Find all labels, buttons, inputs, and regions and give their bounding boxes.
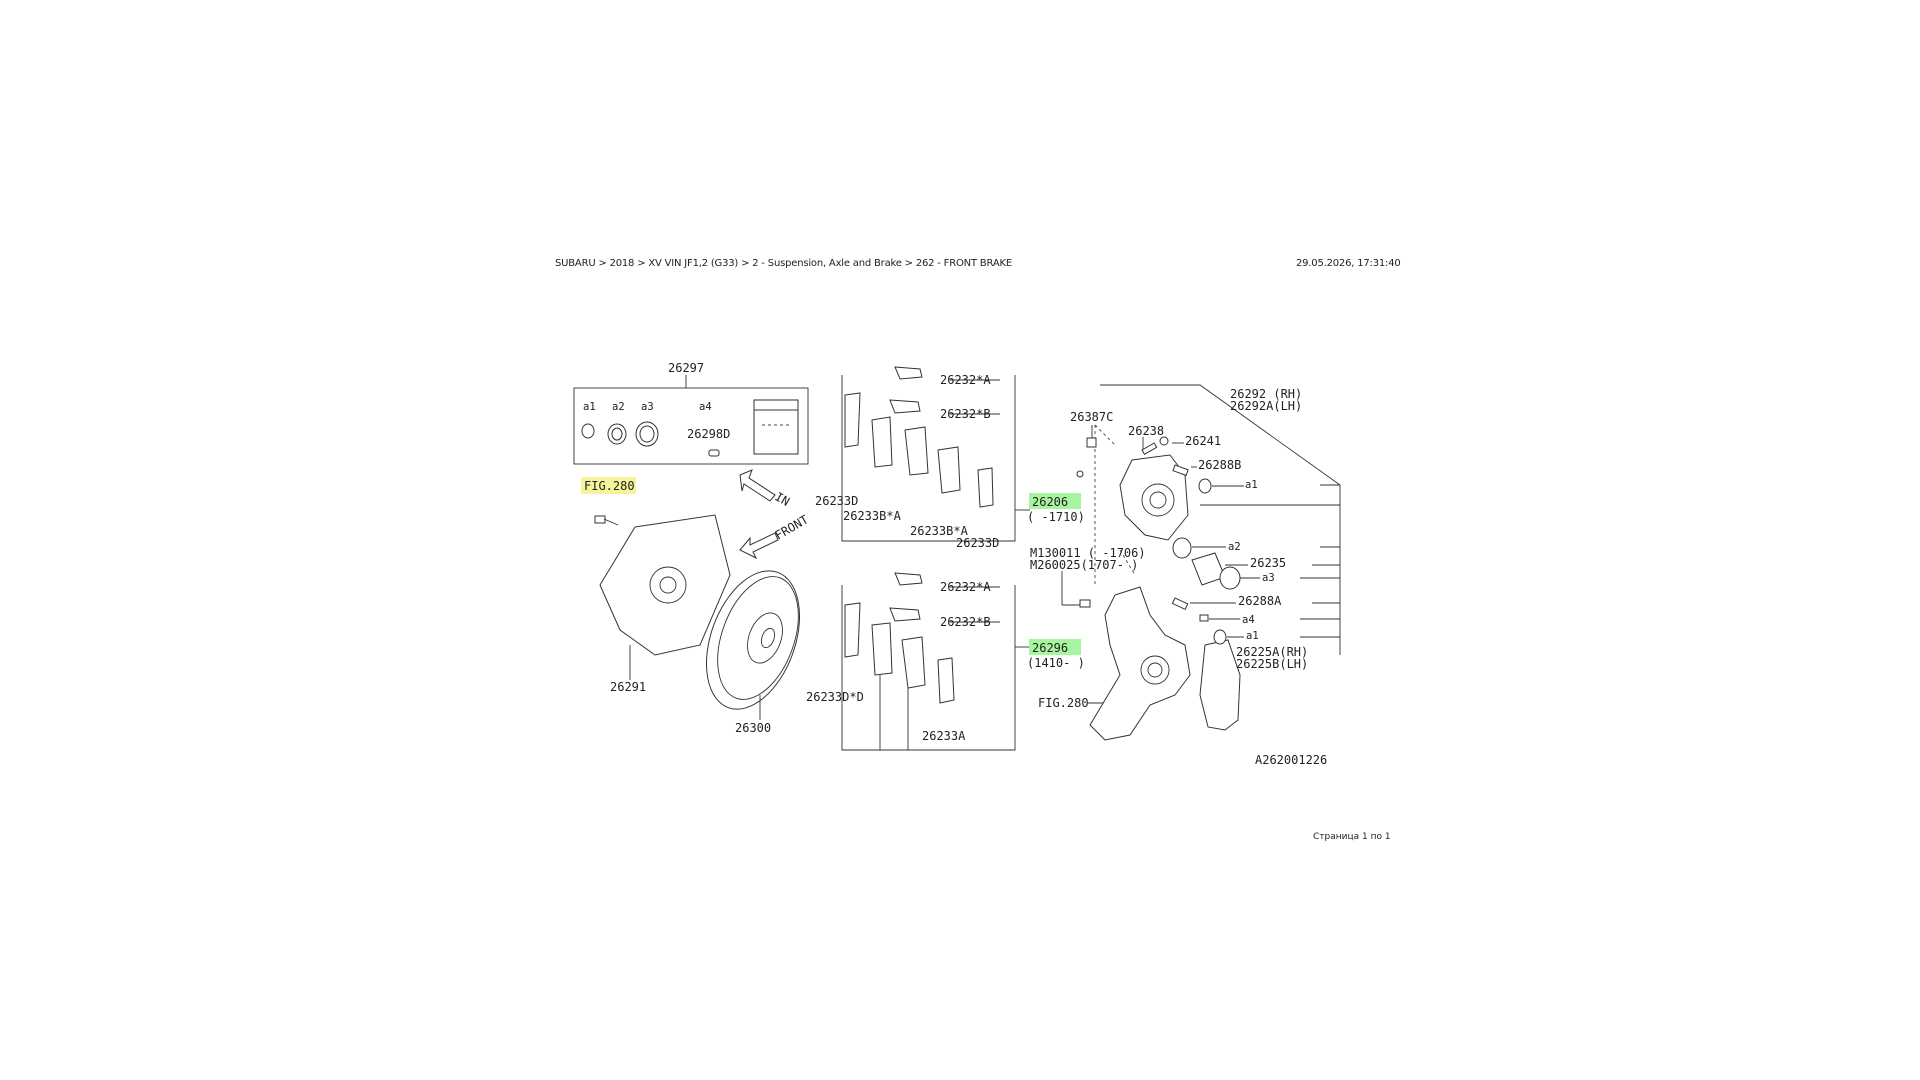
pad-1-icon (871, 416, 893, 468)
label-kit-a4: a4 (699, 401, 712, 413)
kit-part-a1-icon (581, 423, 595, 439)
print-timestamp: 29.05.2026, 17:31:40 (1296, 258, 1401, 269)
fig280-top-highlight (581, 477, 636, 494)
label-26206[interactable]: 26206 (1032, 495, 1068, 509)
caliper-body-icon (1119, 454, 1189, 541)
label-cal-a3: a3 (1262, 572, 1275, 584)
seal-kit-box (573, 387, 809, 465)
label-26233B-A2-top[interactable]: 26233B*A (910, 524, 969, 538)
pad-shim-1-icon (844, 392, 861, 448)
label-26235[interactable]: 26235 (1250, 556, 1286, 570)
pad-clip-top-a-icon (894, 366, 923, 380)
label-26232B-bot[interactable]: 26232*B (940, 615, 991, 629)
caliper-a2-icon (1172, 537, 1192, 559)
label-26292A-lh[interactable]: 26292A(LH) (1230, 399, 1302, 413)
label-26300[interactable]: 26300 (735, 721, 771, 735)
steering-knuckle-icon (1089, 586, 1191, 741)
link-fig280-bot[interactable]: FIG.280 (1038, 696, 1089, 710)
label-26233D-top[interactable]: 26233D (815, 494, 858, 508)
pad-3-icon (937, 446, 961, 494)
caliper-a1-icon (1198, 478, 1212, 494)
label-cal-a2: a2 (1228, 541, 1241, 553)
arrow-front-icon (739, 532, 779, 560)
grease-pack-icon (753, 399, 799, 455)
label-26288B[interactable]: 26288B (1198, 458, 1241, 472)
label-26298D[interactable]: 26298D (687, 427, 730, 441)
pad-5-icon (901, 636, 926, 689)
label-26296[interactable]: 26296 (1032, 641, 1068, 655)
label-26232A-bot[interactable]: 26232*A (940, 580, 991, 594)
label-26288A[interactable]: 26288A (1238, 594, 1282, 608)
label-26233A[interactable]: 26233A (922, 729, 966, 743)
label-26232B-top[interactable]: 26232*B (940, 407, 991, 421)
label-26233B-A-top[interactable]: 26233B*A (843, 509, 902, 523)
pin-boot-icon (1159, 436, 1169, 446)
caliper-support-icon (1199, 639, 1241, 731)
label-m130011[interactable]: M130011 ( -1706) (1030, 546, 1146, 560)
label-arrow-front: FRONT (773, 512, 811, 542)
link-fig280-top[interactable]: FIG.280 (584, 479, 635, 493)
caliper-a4-icon (1199, 614, 1209, 622)
label-26297[interactable]: 26297 (668, 361, 704, 375)
caliper-26296-highlight (1029, 639, 1081, 655)
label-26225B-lh[interactable]: 26225B(LH) (1236, 657, 1308, 671)
caliper-bolt-a-icon (1171, 597, 1189, 611)
label-26225A-rh[interactable]: 26225A(RH) (1236, 645, 1308, 659)
caliper-bolt-b-icon (1172, 464, 1189, 477)
label-26233D2-top[interactable]: 26233D (956, 536, 999, 550)
label-26206-range: ( -1710) (1027, 510, 1085, 524)
caliper-a1b-icon (1213, 629, 1227, 645)
label-26233D-D[interactable]: 26233D*D (806, 690, 864, 704)
label-26292-rh[interactable]: 26292 (RH) (1230, 387, 1302, 401)
knuckle-bolt-icon (1079, 599, 1091, 608)
label-26238[interactable]: 26238 (1128, 424, 1164, 438)
pad-shim-4-icon (937, 657, 955, 704)
label-26387C[interactable]: 26387C (1070, 410, 1113, 424)
label-cal-a4: a4 (1242, 614, 1255, 626)
breadcrumb: SUBARU > 2018 > XV VIN JF1,2 (G33) > 2 -… (555, 258, 1012, 269)
pad-shim-2-icon (977, 467, 994, 508)
label-cal-a1: a1 (1245, 479, 1258, 491)
pad-4-icon (871, 622, 893, 676)
pad-clip-top-b-icon (889, 399, 921, 414)
arrow-in-icon (739, 469, 776, 502)
pad-clip-bot-b-icon (889, 607, 921, 622)
label-arrow-in: IN (773, 489, 793, 508)
pad-shim-3-icon (844, 602, 861, 658)
kit-part-a4-icon (708, 449, 720, 457)
pad-clip-bot-a-icon (894, 572, 923, 586)
brake-rotor-icon (705, 570, 801, 710)
label-26291[interactable]: 26291 (610, 680, 646, 694)
caliper-26206-highlight (1029, 493, 1081, 509)
pad-2-icon (904, 426, 929, 476)
page-info: Страница 1 по 1 (1313, 832, 1391, 842)
guide-pin-icon (1141, 442, 1158, 456)
bolt-icon (594, 515, 606, 524)
label-cal-a1b: a1 (1246, 630, 1259, 642)
drawing-code: A262001226 (1255, 753, 1327, 767)
bleeder-cap-icon (1076, 470, 1084, 478)
label-26241[interactable]: 26241 (1185, 434, 1221, 448)
label-kit-a3: a3 (641, 401, 654, 413)
bleeder-screw-icon (1086, 437, 1097, 448)
label-kit-a2: a2 (612, 401, 625, 413)
label-m260025[interactable]: M260025(1707- ) (1030, 558, 1138, 572)
front-brake-diagram: 26297 a1 a2 a3 a4 26298D FIG.280 26291 I… (573, 361, 1341, 767)
label-kit-a1: a1 (583, 401, 596, 413)
dust-shield-icon (599, 514, 731, 656)
caliper-a3-icon (1219, 566, 1241, 590)
label-26232A-top[interactable]: 26232*A (940, 373, 991, 387)
label-26296-range: (1410- ) (1027, 656, 1085, 670)
